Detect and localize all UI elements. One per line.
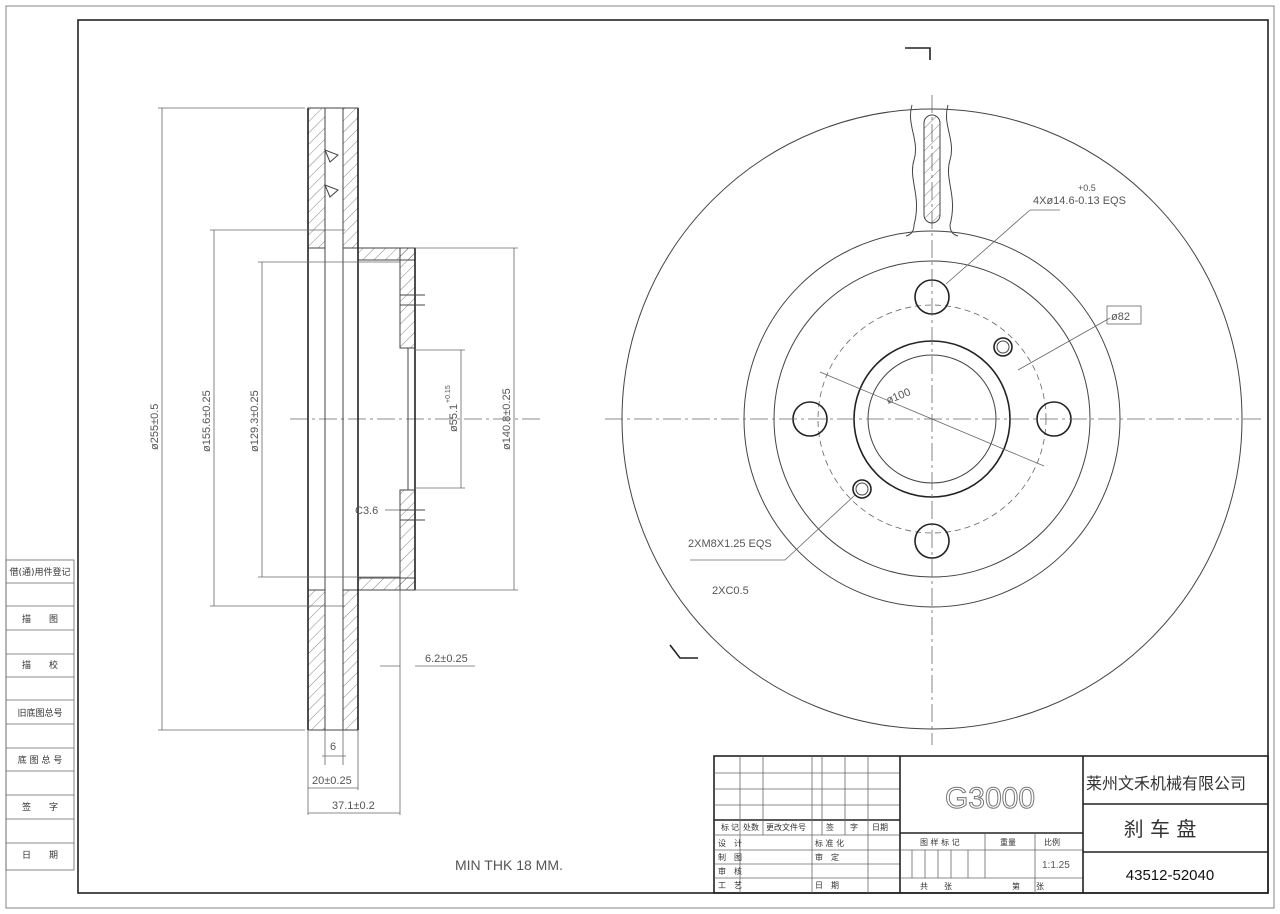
- sheets-total: 共 张: [920, 882, 952, 891]
- thread-label: 2XM8X1.25 EQS: [688, 538, 772, 550]
- chamfer-label: C3.6: [355, 505, 378, 517]
- rev-header-3: 更改文件号: [766, 822, 806, 832]
- dim-55-tolerance: +0.15: [445, 385, 452, 403]
- dim-outer-diameter: ø255±0.5: [149, 404, 161, 450]
- strip-label-3: 旧底图总号: [17, 707, 62, 719]
- pcd-label: ø82: [1111, 311, 1130, 323]
- dim-129-diameter: ø129.3±0.25: [249, 390, 261, 452]
- part-number: 43512-52040: [1126, 867, 1214, 884]
- sheet-number: 第 张: [1012, 881, 1044, 891]
- drawing-frame: [77, 19, 1269, 894]
- holes-tolerance: +0.5: [1078, 183, 1096, 193]
- rev-header-4: 签: [826, 822, 834, 832]
- drawing-code: G3000: [945, 782, 1035, 815]
- row-label-review: 审 核: [718, 866, 742, 876]
- rev-header-0: 标: [721, 822, 729, 832]
- dim-20: 20±0.25: [312, 775, 352, 787]
- center-bore-label: ø100: [885, 386, 913, 407]
- rev-header-2: 处数: [743, 822, 759, 832]
- col2-label-approve: 审 定: [815, 852, 839, 862]
- stage-header-mark: 图 样 标 记: [920, 837, 960, 847]
- company-name: 莱州文禾机械有限公司: [1086, 774, 1246, 793]
- part-name: 刹 车 盘: [1124, 817, 1197, 841]
- col2-label-date: 日 期: [815, 881, 839, 890]
- row-label-process: 工 艺: [718, 881, 742, 890]
- dim-55-diameter: ø55.1: [448, 404, 460, 432]
- scale-value: 1:1.25: [1042, 860, 1070, 871]
- strip-label-4: 底 图 总 号: [18, 754, 63, 766]
- pcd-box: [1106, 305, 1142, 325]
- rev-header-1: 记: [731, 823, 739, 832]
- title-block: [713, 755, 1269, 894]
- row-label-drawing: 制 图: [718, 852, 742, 862]
- row-label-design: 设 计: [718, 838, 742, 848]
- front-chamfer-label: 2XC0.5: [712, 585, 749, 597]
- dim-140-diameter: ø140.8±0.25: [501, 388, 513, 450]
- dim-155-diameter: ø155.6±0.25: [201, 390, 213, 452]
- stage-header-weight: 重量: [1000, 837, 1016, 847]
- section-view: [158, 107, 540, 815]
- stage-header-scale: 比例: [1044, 837, 1060, 847]
- outer-border: [5, 5, 1275, 909]
- dim-371: 37.1±0.2: [332, 800, 375, 812]
- dim-62: 6.2±0.25: [425, 653, 468, 665]
- col2-label-standard: 标 准 化: [815, 838, 844, 848]
- rev-header-5: 字: [850, 822, 858, 832]
- strip-label-6: 日 期: [22, 850, 58, 861]
- strip-label-1: 描 图: [22, 613, 58, 625]
- rev-header-6: 日期: [872, 823, 888, 832]
- holes-label: 4Xø14.6-0.13 EQS: [1033, 195, 1126, 207]
- front-view: [605, 47, 1265, 745]
- strip-label-5: 签 字: [22, 801, 58, 813]
- left-strip: 借(通)用件登记 描 图 描 校 旧底图总号 底 图 总 号 签 字 日 期: [5, 559, 75, 871]
- dim-6: 6: [330, 741, 336, 753]
- strip-label-2: 描 校: [22, 659, 58, 671]
- min-thickness-note: MIN THK 18 MM.: [455, 857, 563, 873]
- strip-label-0: 借(通)用件登记: [9, 566, 70, 578]
